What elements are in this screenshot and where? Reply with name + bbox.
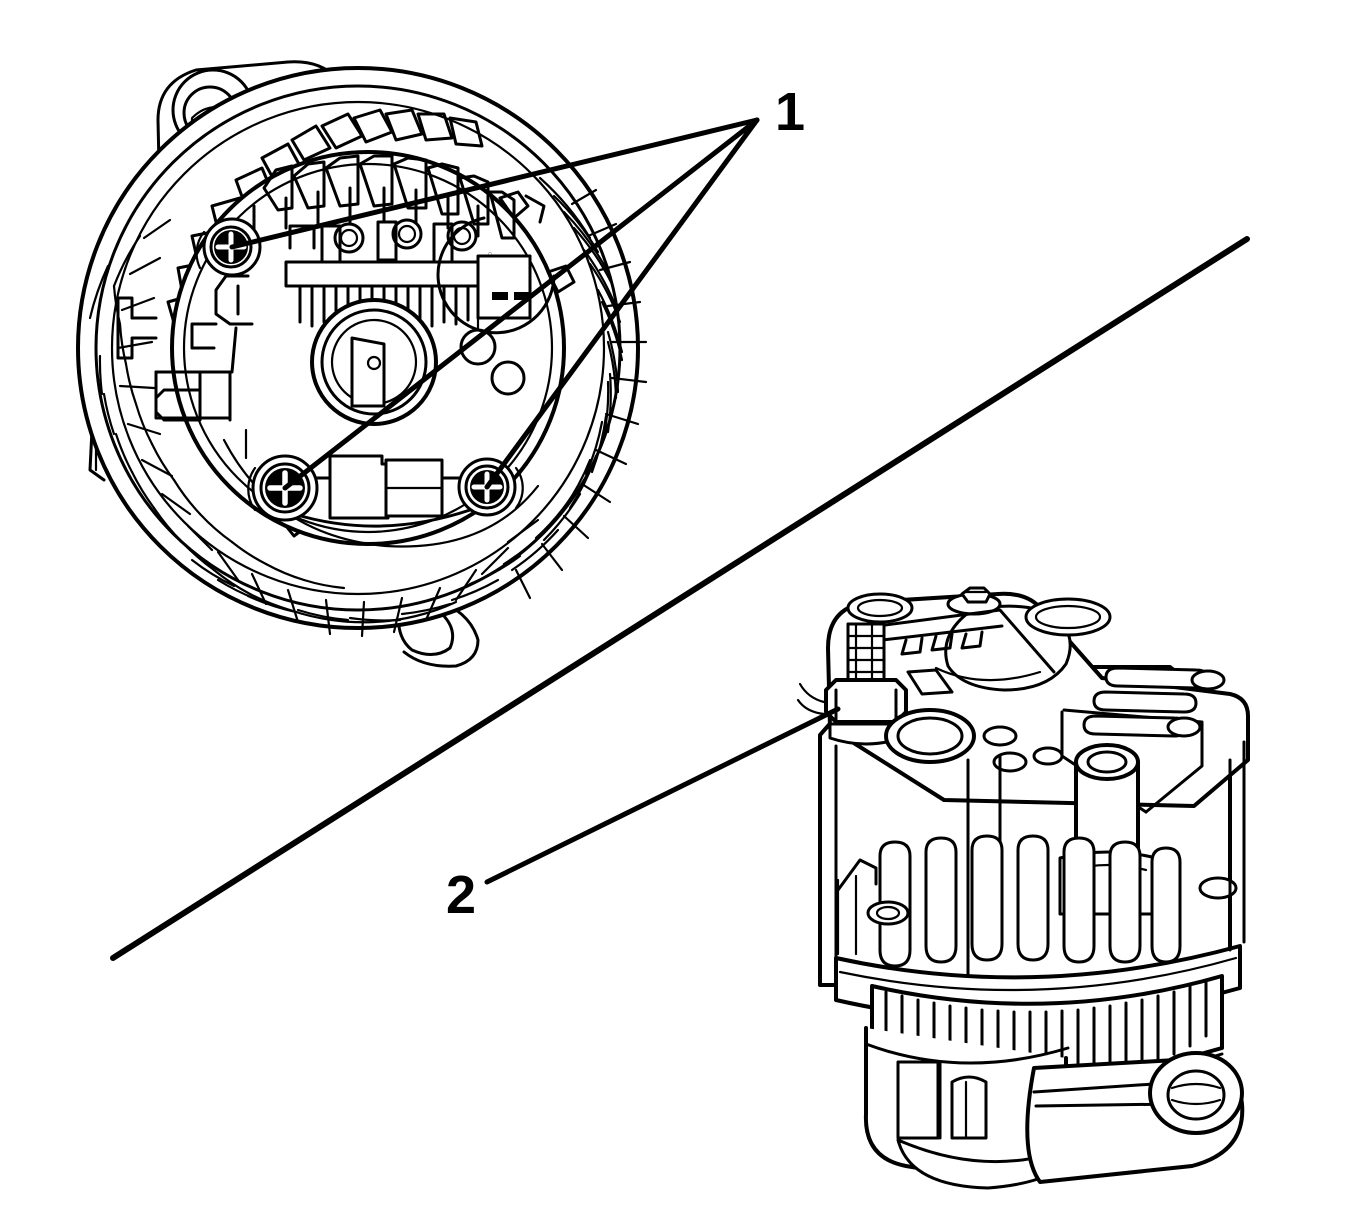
generator-rear-view — [76, 60, 648, 668]
mounting-ear[interactable] — [1025, 1051, 1245, 1184]
lower-housing — [863, 1026, 1078, 1190]
housing-small-holes — [982, 725, 1064, 773]
generator-side-view — [796, 586, 1250, 1190]
section-guide-line — [110, 236, 1250, 961]
callout-1-leader-b — [282, 117, 760, 491]
deck-oval-port — [1024, 597, 1112, 637]
callout-2-label: 2 — [446, 865, 476, 925]
callout-1-leader-a — [229, 117, 760, 250]
callout-1: 1 — [229, 82, 805, 491]
stator-winding-texture — [88, 176, 648, 638]
deck-small-fastener — [946, 586, 1002, 616]
housing-right-wall — [1228, 740, 1246, 952]
callout-2: 2 — [446, 706, 841, 925]
voltage-regulator-body — [116, 274, 254, 422]
rear-center-boss — [310, 298, 438, 426]
callout-2-leader — [484, 706, 841, 885]
housing-left-edge — [818, 736, 838, 984]
housing-round-port — [884, 708, 976, 764]
brush-holder-cover — [436, 190, 576, 335]
callout-1-leader-c — [484, 117, 760, 490]
callout-1-label: 1 — [775, 82, 805, 142]
top-deck-slots — [1082, 666, 1226, 738]
cooling-fin-band-holes — [866, 876, 1238, 926]
deck-raised-rail — [860, 608, 1056, 696]
deck-oval-left — [846, 592, 914, 624]
